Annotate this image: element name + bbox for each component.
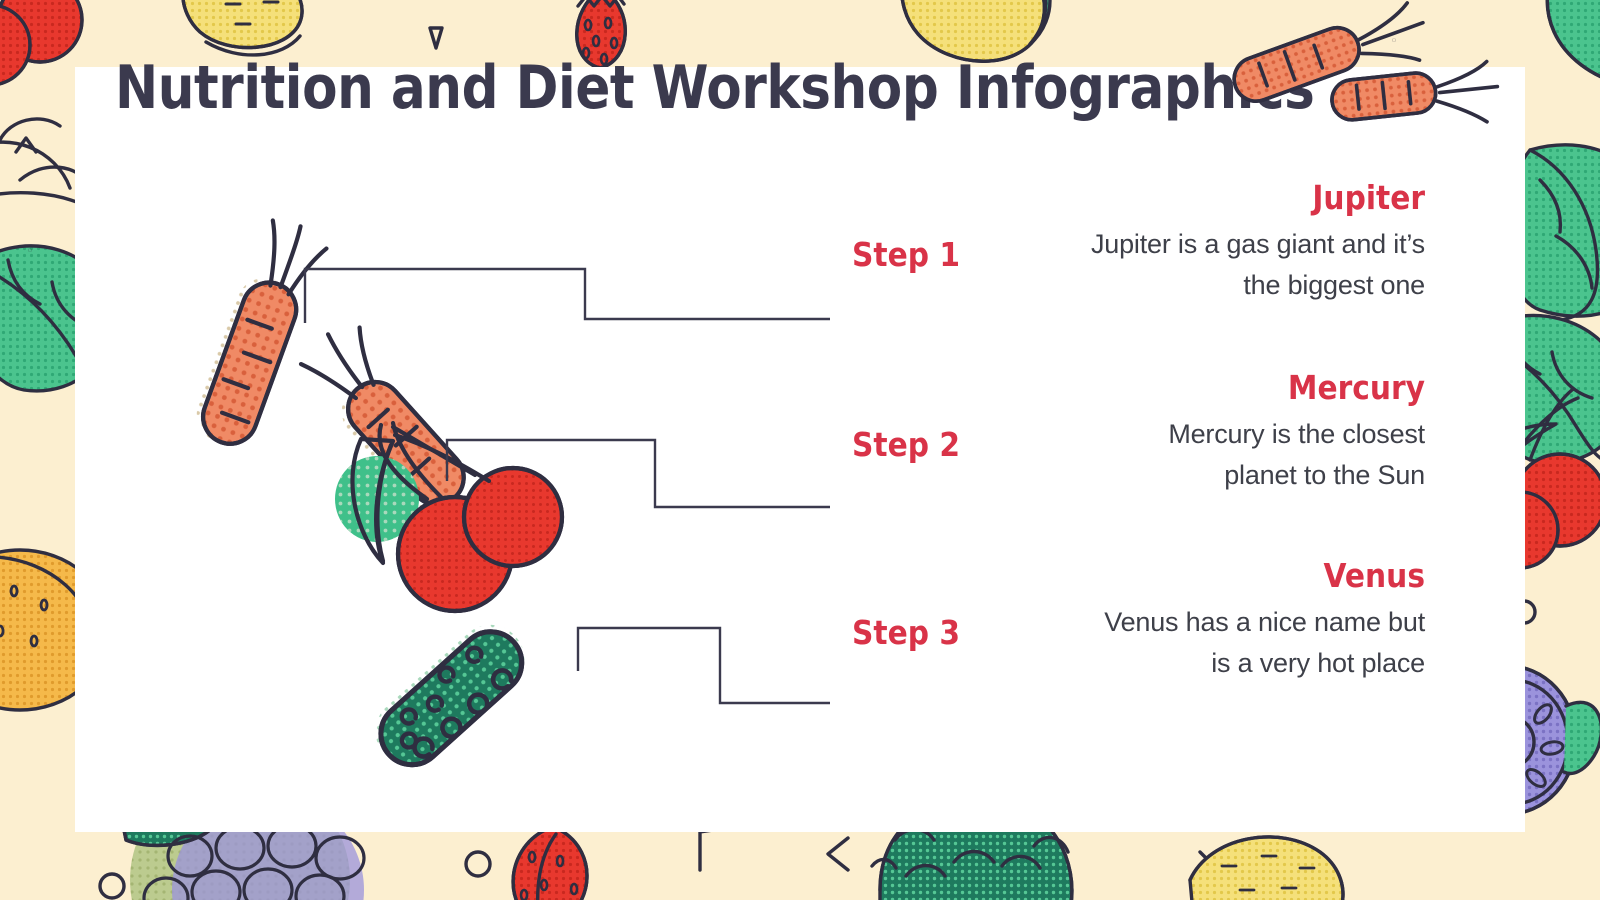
step-body-line-2: is a very hot place — [1211, 647, 1425, 678]
strawberry-bottom-icon — [511, 828, 589, 900]
small-circle-deco-2 — [98, 872, 126, 900]
step-body-line-2: planet to the Sun — [1224, 459, 1425, 490]
watermelon-top-right-icon — [1545, 0, 1600, 79]
step-text-block-1: Jupiter Jupiter is a gas giant and it’s … — [995, 178, 1425, 306]
step-heading-2: Mercury — [1287, 368, 1425, 407]
step-text-block-2: Mercury Mercury is the closest planet to… — [995, 368, 1425, 496]
step-text-block-3: Venus Venus has a nice name but is a ver… — [995, 556, 1425, 684]
lemon-top-icon — [181, 0, 304, 57]
small-circle-deco-3 — [464, 850, 492, 878]
angle-deco-1 — [698, 824, 742, 872]
step-body-1: Jupiter is a gas giant and it’s the bigg… — [995, 224, 1425, 306]
step-body-line-1: Venus has a nice name but — [1104, 606, 1425, 637]
step-row-2: Step 2 Mercury Mercury is the closest pl… — [770, 368, 1430, 510]
step-body-3: Venus has a nice name but is a very hot … — [995, 602, 1425, 684]
chevron-deco-3 — [14, 136, 38, 154]
lemon-bottom-right-icon — [1188, 835, 1345, 900]
page-title: Nutrition and Diet Workshop Infographics — [115, 53, 1315, 123]
chevron-deco-2 — [1198, 846, 1238, 872]
chevron-deco-1 — [826, 836, 850, 872]
step-label-2: Step 2 — [852, 425, 960, 464]
step-heading-1: Jupiter — [1312, 178, 1425, 217]
step-body-line-1: Jupiter is a gas giant and it’s — [1090, 228, 1425, 259]
step-row-1: Step 1 Jupiter Jupiter is a gas giant an… — [770, 178, 1430, 320]
step-row-3: Step 3 Venus Venus has a nice name but i… — [770, 556, 1430, 698]
step-body-2: Mercury is the closest planet to the Sun — [995, 414, 1425, 496]
step-body-line-1: Mercury is the closest — [1168, 418, 1425, 449]
triangle-deco-1 — [428, 26, 444, 50]
step-label-1: Step 1 — [852, 235, 960, 274]
step-heading-3: Venus — [1323, 556, 1425, 595]
step-label-3: Step 3 — [852, 613, 960, 652]
step-body-line-2: the biggest one — [1243, 269, 1425, 300]
